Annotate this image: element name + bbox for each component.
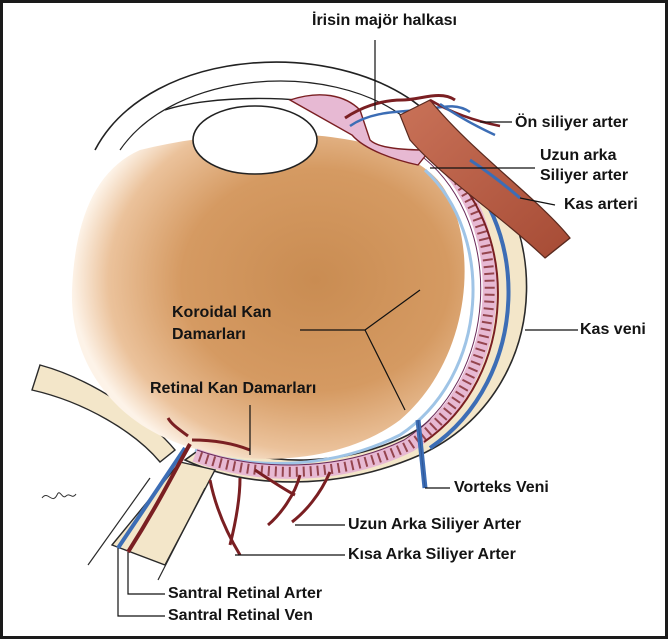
- label-short-posterior-ciliary-artery: Kısa Arka Siliyer Arter: [348, 546, 516, 564]
- label-long-posterior-ciliary-2: Siliyer arter: [540, 167, 628, 185]
- label-choroidal-vessels-1: Koroidal Kan: [172, 304, 272, 322]
- vitreous-body: [72, 134, 465, 459]
- label-choroidal-vessels-2: Damarları: [172, 326, 246, 344]
- label-anterior-ciliary-artery: Ön siliyer arter: [515, 114, 628, 132]
- short-posterior-ciliary-2: [230, 478, 240, 545]
- label-long-posterior-ciliary-artery: Uzun Arka Siliyer Arter: [348, 516, 521, 534]
- label-iris-major-ring: İrisin majör halkası: [312, 12, 457, 30]
- label-long-posterior-ciliary-1: Uzun arka: [540, 147, 616, 165]
- label-central-retinal-vein: Santral Retinal Ven: [168, 607, 313, 625]
- artist-signature: [42, 493, 76, 499]
- label-muscle-artery: Kas arteri: [564, 196, 638, 214]
- label-vortex-vein: Vorteks Veni: [454, 479, 549, 497]
- label-muscle-vein: Kas veni: [580, 321, 646, 339]
- label-central-retinal-artery: Santral Retinal Arter: [168, 585, 322, 603]
- lens: [193, 106, 317, 174]
- label-retinal-vessels: Retinal Kan Damarları: [150, 380, 316, 398]
